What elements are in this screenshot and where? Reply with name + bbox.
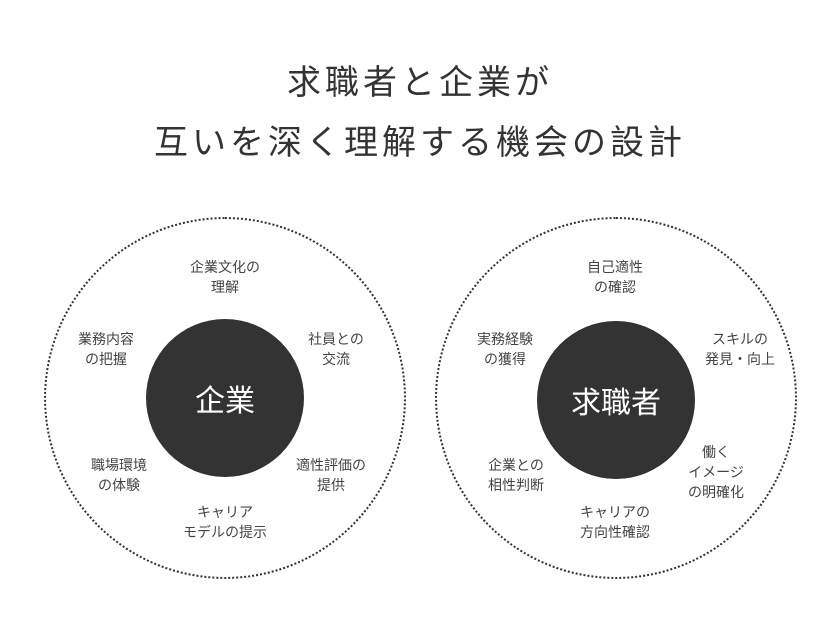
jobseeker-outer-circle [435,217,797,579]
label-line: 働く [702,445,730,461]
label-line: 企業文化の [190,260,260,276]
label-line: 業務内容 [78,332,134,348]
company-item: 企業文化の理解 [190,258,260,298]
label-line: の獲得 [484,352,526,368]
label-line: の確認 [594,280,636,296]
label-line: 社員との [308,332,364,348]
company-item: 職場環境の体験 [91,456,147,496]
company-item: 業務内容の把握 [78,330,134,370]
jobseeker-item: 自己適性の確認 [587,258,643,298]
jobseeker-item: 実務経験の獲得 [477,330,533,370]
label-line: 実務経験 [477,332,533,348]
jobseeker-item: キャリアの方向性確認 [580,503,650,543]
company-item: キャリアモデルの提示 [183,503,267,543]
jobseeker-center-label: 求職者 [571,386,661,421]
label-line: 職場環境 [91,458,147,474]
label-line: 発見・向上 [705,352,775,368]
label-line: 相性判断 [488,478,544,494]
label-line: 適性評価の [296,458,366,474]
label-line: 交流 [322,352,350,368]
company-outer-circle [44,217,406,579]
title-line-2: 互いを深く理解する機会の設計 [154,123,686,163]
company-center-label: 企業 [195,384,255,419]
company-item: 適性評価の提供 [296,456,366,496]
label-line: の体験 [98,478,140,494]
label-line: モデルの提示 [183,525,267,541]
label-line: の明確化 [688,485,744,501]
label-line: の把握 [85,352,127,368]
jobseeker-item: スキルの発見・向上 [705,330,775,370]
jobseeker-item: 働くイメージの明確化 [688,443,744,503]
label-line: 方向性確認 [580,525,650,541]
label-line: イメージ [688,465,744,481]
label-line: 自己適性 [587,260,643,276]
label-line: 提供 [317,478,345,494]
label-line: 企業との [488,458,544,474]
company-item: 社員との交流 [308,330,364,370]
jobseeker-item: 企業との相性判断 [488,456,544,496]
label-line: スキルの [712,332,768,348]
label-line: キャリアの [580,505,650,521]
label-line: 理解 [211,280,239,296]
label-line: キャリア [197,505,253,521]
title-line-1: 求職者と企業が [287,63,553,103]
jobseeker-center-circle: 求職者 [537,321,695,479]
company-center-circle: 企業 [146,319,304,477]
